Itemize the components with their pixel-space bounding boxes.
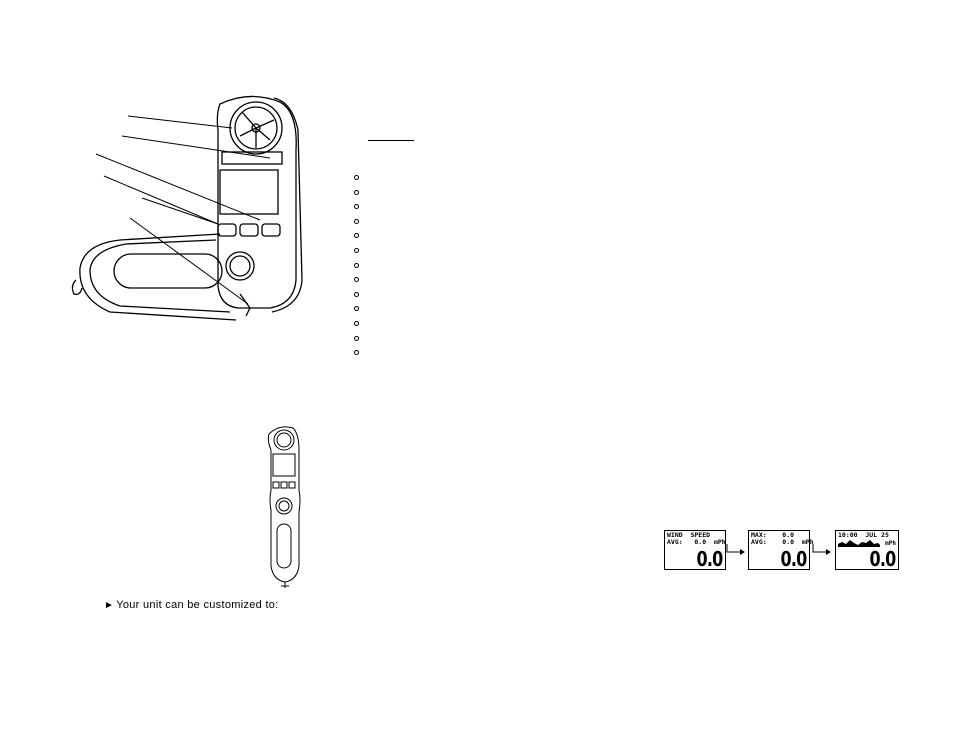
bullet-dot-icon [354, 175, 359, 180]
device-illustration [71, 95, 303, 321]
lcd-screen-max-avg: MAX: 0.0 AVG: 0.0 mPh 0.0 [748, 530, 814, 571]
lcd-line1: MAX: 0.0 [751, 531, 795, 539]
lcd-line2: AVG: 0.0 mPh [751, 538, 814, 546]
bullet-item [352, 214, 364, 229]
arrow-right-icon [726, 544, 745, 555]
lcd-value: 0.0 [696, 547, 723, 571]
lcd-unit: mPh [885, 540, 896, 547]
bullet-dot-icon [354, 233, 359, 239]
bullet-item [352, 258, 364, 273]
lcd-line1: 10:00 JUL 25 [838, 531, 889, 539]
bullet-item [352, 316, 364, 331]
caption-text: Your unit can be customized to: [116, 599, 279, 611]
bullet-item [352, 185, 364, 200]
bullet-item [352, 331, 364, 346]
bullet-dot-icon [354, 247, 359, 253]
callout-lines [95, 115, 271, 305]
lcd-screen-wind-speed: WIND SPEED AVG: 0.0 mPh 0.0 [664, 530, 726, 570]
lcd-value: 0.0 [869, 547, 896, 571]
bullet-dot-icon [354, 306, 359, 312]
bullet-dot-icon [354, 291, 359, 297]
arrow-right-icon [812, 544, 831, 555]
bullet-dot-icon [354, 320, 359, 326]
bullet-dot-icon [354, 350, 359, 356]
bullet-dot-icon [354, 277, 359, 283]
customize-caption: ►Your unit can be customized to: [104, 599, 279, 611]
bullet-item [352, 228, 364, 243]
bullet-dot-icon [354, 218, 359, 224]
bullet-item [352, 199, 364, 214]
bullet-list [352, 170, 364, 360]
caption-arrow: ► [104, 600, 115, 611]
lcd-screen-clock: 10:00 JUL 25 mPh 0.0 [835, 530, 899, 570]
bullet-item [352, 272, 364, 287]
bullet-dot-icon [354, 335, 359, 341]
bullet-dot-icon [354, 262, 359, 268]
lcd-line1: WIND SPEED [667, 531, 711, 539]
bullet-item [352, 287, 364, 302]
bullet-dot-icon [354, 189, 359, 195]
device-small-illustration [267, 426, 301, 588]
bullet-item [352, 170, 364, 185]
lcd-line2: AVG: 0.0 mPh [667, 538, 726, 546]
bullet-item [352, 243, 364, 258]
trend-graph-icon [838, 540, 880, 547]
section-heading-underline [368, 140, 414, 141]
bullet-item [352, 345, 364, 360]
bullet-item [352, 301, 364, 316]
bullet-dot-icon [354, 204, 359, 210]
lcd-value: 0.0 [780, 547, 807, 571]
